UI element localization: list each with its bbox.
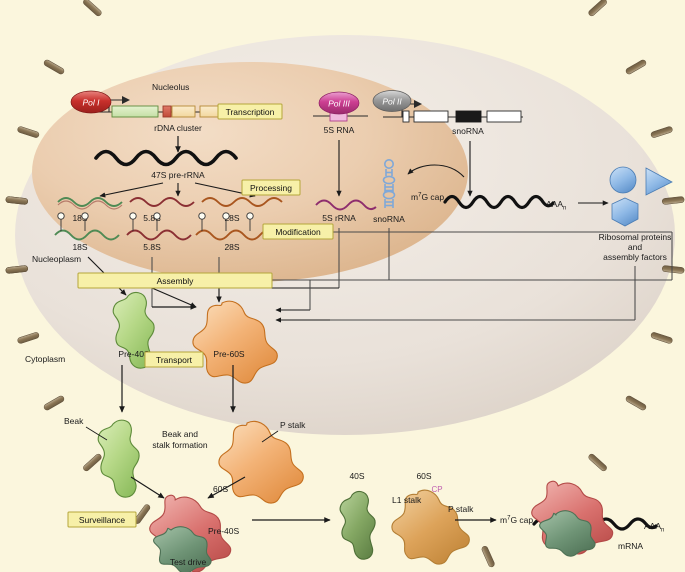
translating-40s: [539, 510, 596, 557]
mature-40s-particle: [339, 490, 376, 560]
cytoplasm-40s-particle: [97, 419, 140, 498]
pol-III-transcription-unit: Pol III 5S RNA: [313, 91, 368, 135]
protein-circle-icon: [609, 166, 637, 194]
modified-28s: 28S: [195, 212, 277, 252]
leader-p-stalk-1: [261, 430, 279, 443]
label-factors-line2: and: [628, 242, 642, 252]
process-label-processing[interactable]: Processing: [241, 179, 301, 196]
process-label-assembly[interactable]: Assembly: [77, 272, 273, 289]
label-40s: 40S: [349, 471, 364, 481]
rdna-box-spacer: [162, 105, 172, 118]
modified-18s: 18S: [54, 212, 120, 252]
test-drive-complex: [149, 494, 232, 572]
mrna-transcript: m7G cap AAAn: [411, 192, 566, 212]
pol-II-transcription-unit: Pol II snoRNA: [372, 90, 523, 136]
arrow-60s-to-testdrive: [207, 476, 246, 499]
label-18s-modified: 18S: [72, 242, 87, 252]
label-cytoplasm: Cytoplasm: [25, 354, 65, 364]
label-m7g-cap-bottom: m7G cap: [500, 515, 533, 525]
modified-58s: 5.8S: [126, 212, 192, 252]
process-label-modification[interactable]: Modification: [262, 223, 334, 240]
test-drive-pre40s: [153, 526, 212, 572]
label-18s-processed: 18S: [72, 213, 87, 223]
pol-I-oval: [70, 90, 112, 114]
pol-II-oval: [372, 90, 412, 112]
label-test-drive: Test drive: [170, 557, 207, 567]
label-47s-pre-rrna: 47S pre-rRNA: [151, 170, 205, 180]
process-label-transcription-text: Transcription: [226, 107, 275, 117]
label-pre40s: Pre-40S: [118, 349, 150, 359]
process-label-transport-text: Transport: [156, 355, 193, 365]
label-snorna-gene: snoRNA: [452, 126, 484, 136]
label-nucleoplasm: Nucleoplasm: [32, 254, 81, 264]
pol-I-label: Pol I: [82, 98, 100, 108]
arrow-40s-to-testdrive: [130, 476, 165, 499]
label-58s-processed: 5.8S: [143, 213, 161, 223]
label-factors-line1: Ribosomal proteins: [599, 232, 672, 242]
label-5s-rna-gene: 5S RNA: [324, 125, 355, 135]
snorna-gene-exon-3: [486, 110, 522, 123]
mature-60s-particle: [391, 489, 470, 565]
protein-triangle-icon: [645, 167, 673, 196]
rdna-box-18s: [111, 105, 159, 118]
snorna-hairpin: [382, 159, 396, 208]
process-label-transport[interactable]: Transport: [144, 351, 204, 368]
cytoplasm-60s-particle: [218, 420, 304, 504]
protein-hexagon-icon: [611, 197, 639, 227]
label-p-stalk-2: P stalk: [448, 504, 474, 514]
label-rdna-cluster: rDNA cluster: [154, 123, 202, 133]
snorna-gene-exon-1: [402, 110, 410, 123]
leader-beak: [85, 426, 108, 441]
label-factors-line3: assembly factors: [603, 252, 667, 262]
label-polya-top: AAAn: [546, 199, 566, 212]
label-beak-stalk-line1: Beak and: [162, 429, 198, 439]
label-pre60s: Pre-60S: [213, 349, 245, 359]
label-snorna: snoRNA: [373, 214, 405, 224]
label-polya-bottom: AAAn: [644, 521, 664, 534]
translating-ribosome: [531, 480, 614, 557]
label-60s-testdrive: 60S: [213, 484, 228, 494]
ribosomal-protein-shapes: [609, 166, 673, 227]
arrow-5s-into-pre60s: [151, 287, 197, 308]
label-nucleolus: Nucleolus: [152, 82, 189, 92]
arrow-intron-to-snorna: [407, 164, 465, 178]
label-l1-stalk: L1 stalk: [392, 495, 422, 505]
pre-60s-particle: [192, 300, 278, 384]
process-label-transcription[interactable]: Transcription: [217, 103, 283, 120]
label-cp: CP: [431, 485, 442, 494]
process-label-assembly-text: Assembly: [157, 276, 195, 286]
process-label-surveillance[interactable]: Surveillance: [67, 511, 137, 528]
process-label-modification-text: Modification: [275, 227, 321, 237]
label-28s-modified: 28S: [224, 242, 239, 252]
snorna-gene-intron: [455, 110, 482, 123]
label-beak: Beak: [64, 416, 84, 426]
label-60s: 60S: [416, 471, 431, 481]
process-label-surveillance-text: Surveillance: [79, 515, 126, 525]
mrna-strand: [443, 194, 555, 210]
label-beak-stalk-line2: stalk formation: [152, 440, 208, 450]
pre-rrna-strand: [94, 149, 238, 167]
pol-II-label: Pol II: [382, 97, 402, 107]
rdna-box-58s: [171, 105, 196, 118]
label-p-stalk-1: P stalk: [280, 420, 306, 430]
five-s-rrna-strand: [315, 199, 377, 211]
arrow-to-18s: [99, 182, 164, 198]
process-label-processing-text: Processing: [250, 183, 292, 193]
pre-40s-particle: [112, 291, 155, 369]
label-58s-modified: 5.8S: [143, 242, 161, 252]
snorna-gene-exon-2: [413, 110, 449, 123]
label-pre40s-testdrive: Pre-40S: [208, 526, 240, 536]
label-m7g-cap-top: m7G cap: [411, 192, 444, 202]
pol-III-label: Pol III: [328, 99, 350, 109]
label-mrna: mRNA: [618, 541, 643, 551]
label-28s-processed: 28S: [224, 213, 239, 223]
pol-III-oval: [318, 91, 360, 115]
processed-rrna-row: 18S 5.8S 28S: [57, 197, 283, 223]
label-5s-rrna: 5S rRNA: [322, 213, 356, 223]
modified-rrna-row: 18S 5.8S 28S: [54, 212, 277, 252]
